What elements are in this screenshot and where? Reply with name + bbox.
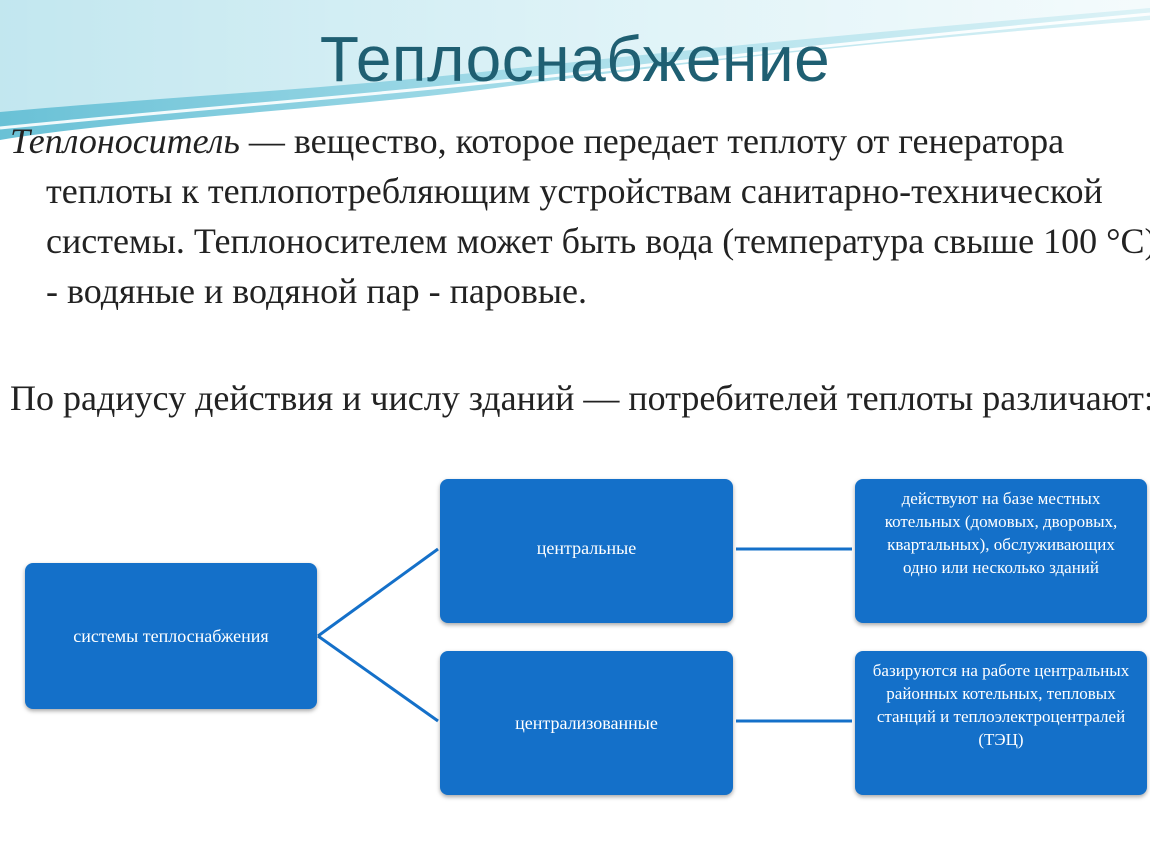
classification-intro: По радиусу действия и числу зданий — пот… (10, 378, 1150, 418)
definition-text: — вещество, которое передает теплоту от … (46, 121, 1150, 311)
node-centralized-description: базируются на работе центральных районны… (855, 651, 1147, 795)
node-centralized: централизованные (440, 651, 733, 795)
wave-stroke (0, 12, 1150, 130)
definition-term: Теплоноситель (10, 121, 240, 161)
node-central-description: действуют на базе местных котельных (дом… (855, 479, 1147, 623)
wave-band-light (0, 0, 1150, 112)
definition-paragraph: Теплоноситель — вещество, которое переда… (10, 116, 1150, 316)
node-heat-supply-systems: системы теплоснабжения (25, 563, 317, 709)
slide-title: Теплоснабжение (319, 23, 831, 95)
node-central: центральные (440, 479, 733, 623)
